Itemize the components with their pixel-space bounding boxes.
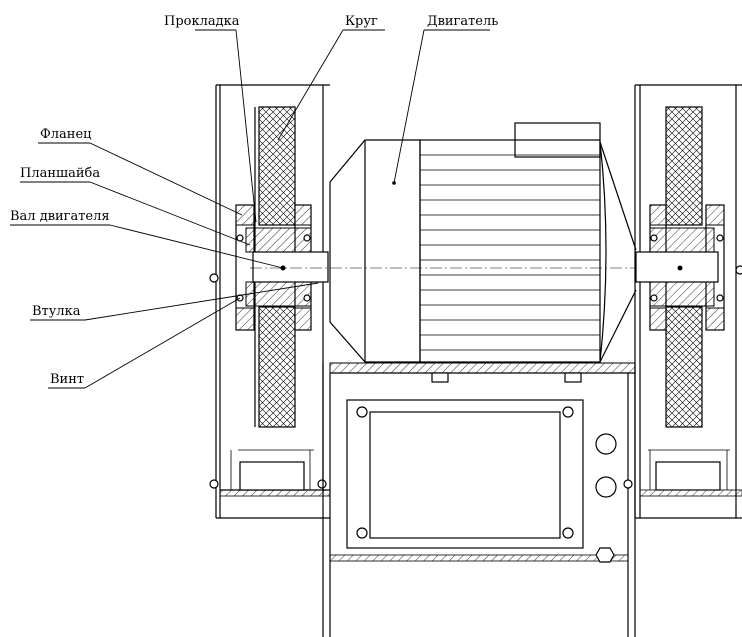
label-screw: Винт — [50, 372, 84, 387]
label-gasket: Прокладка — [164, 14, 240, 29]
right-grinding-wheel — [665, 106, 703, 428]
motor-cooling-fins — [420, 154, 600, 351]
left-grinding-wheel — [254, 106, 296, 428]
center-stand — [322, 362, 636, 637]
label-flange: Фланец — [40, 127, 92, 142]
left-hub-assembly — [235, 204, 329, 331]
right-wheel-guard — [623, 84, 742, 519]
label-wheel: Круг — [345, 14, 378, 29]
left-wheel-guard — [209, 84, 331, 519]
label-motor-shaft: Вал двигателя — [10, 209, 110, 224]
right-hub-assembly — [635, 204, 725, 331]
label-faceplate: Планшайба — [20, 166, 100, 181]
label-bushing: Втулка — [32, 304, 81, 319]
leader-lines — [10, 29, 490, 389]
label-motor: Двигатель — [427, 14, 498, 29]
motor — [329, 122, 637, 363]
